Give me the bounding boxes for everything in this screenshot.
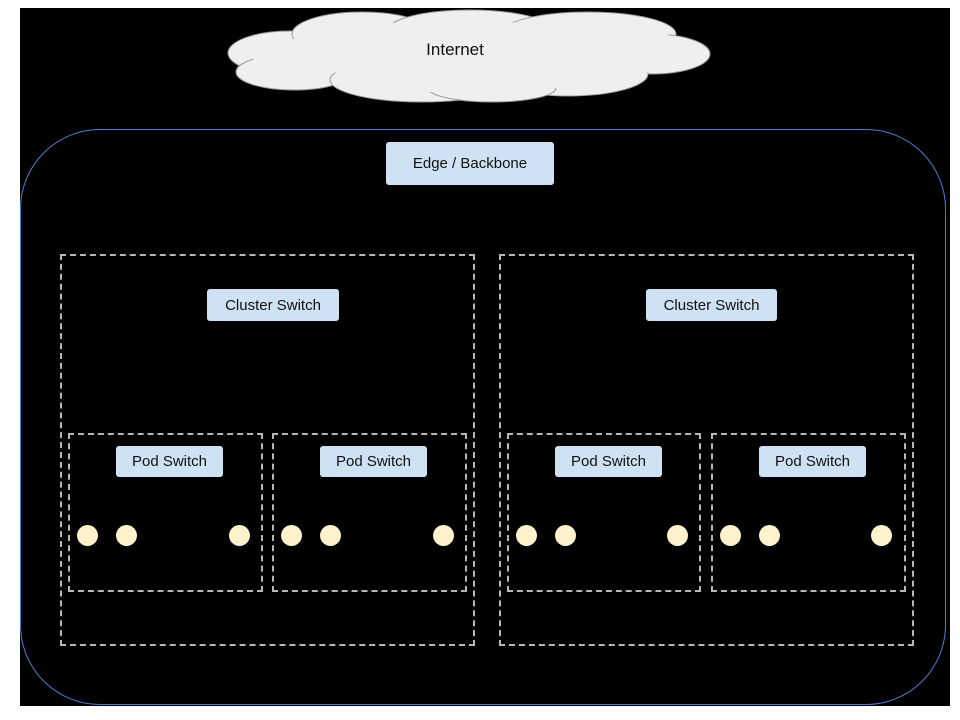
cluster-2-pod-1-switch: Pod Switch bbox=[555, 446, 662, 477]
edge-backbone-switch: Edge / Backbone bbox=[386, 142, 554, 185]
cluster-2 bbox=[499, 254, 914, 646]
server-node-icon bbox=[871, 525, 892, 546]
cluster-1-pod-2 bbox=[272, 433, 467, 592]
cluster-2-switch: Cluster Switch bbox=[646, 289, 777, 321]
server-node-icon bbox=[555, 525, 576, 546]
edge-region bbox=[20, 129, 946, 705]
cluster-1-pod-1 bbox=[68, 433, 263, 592]
internet-label: Internet bbox=[426, 40, 484, 59]
cluster-2-pod-1 bbox=[507, 433, 701, 592]
cluster-1 bbox=[60, 254, 475, 646]
server-node-icon bbox=[516, 525, 537, 546]
server-node-icon bbox=[320, 525, 341, 546]
server-node-icon bbox=[759, 525, 780, 546]
server-node-icon bbox=[229, 525, 250, 546]
server-node-icon bbox=[433, 525, 454, 546]
cluster-2-pod-2 bbox=[711, 433, 906, 592]
server-node-icon bbox=[667, 525, 688, 546]
server-node-icon bbox=[116, 525, 137, 546]
cluster-1-switch: Cluster Switch bbox=[207, 289, 339, 321]
diagram-background bbox=[20, 8, 950, 706]
cluster-2-pod-2-switch: Pod Switch bbox=[759, 446, 866, 477]
server-node-icon bbox=[720, 525, 741, 546]
cluster-1-pod-2-switch: Pod Switch bbox=[320, 446, 427, 477]
cluster-1-pod-1-switch: Pod Switch bbox=[116, 446, 223, 477]
cloud-icon bbox=[227, 9, 711, 103]
server-node-icon bbox=[281, 525, 302, 546]
server-node-icon bbox=[77, 525, 98, 546]
